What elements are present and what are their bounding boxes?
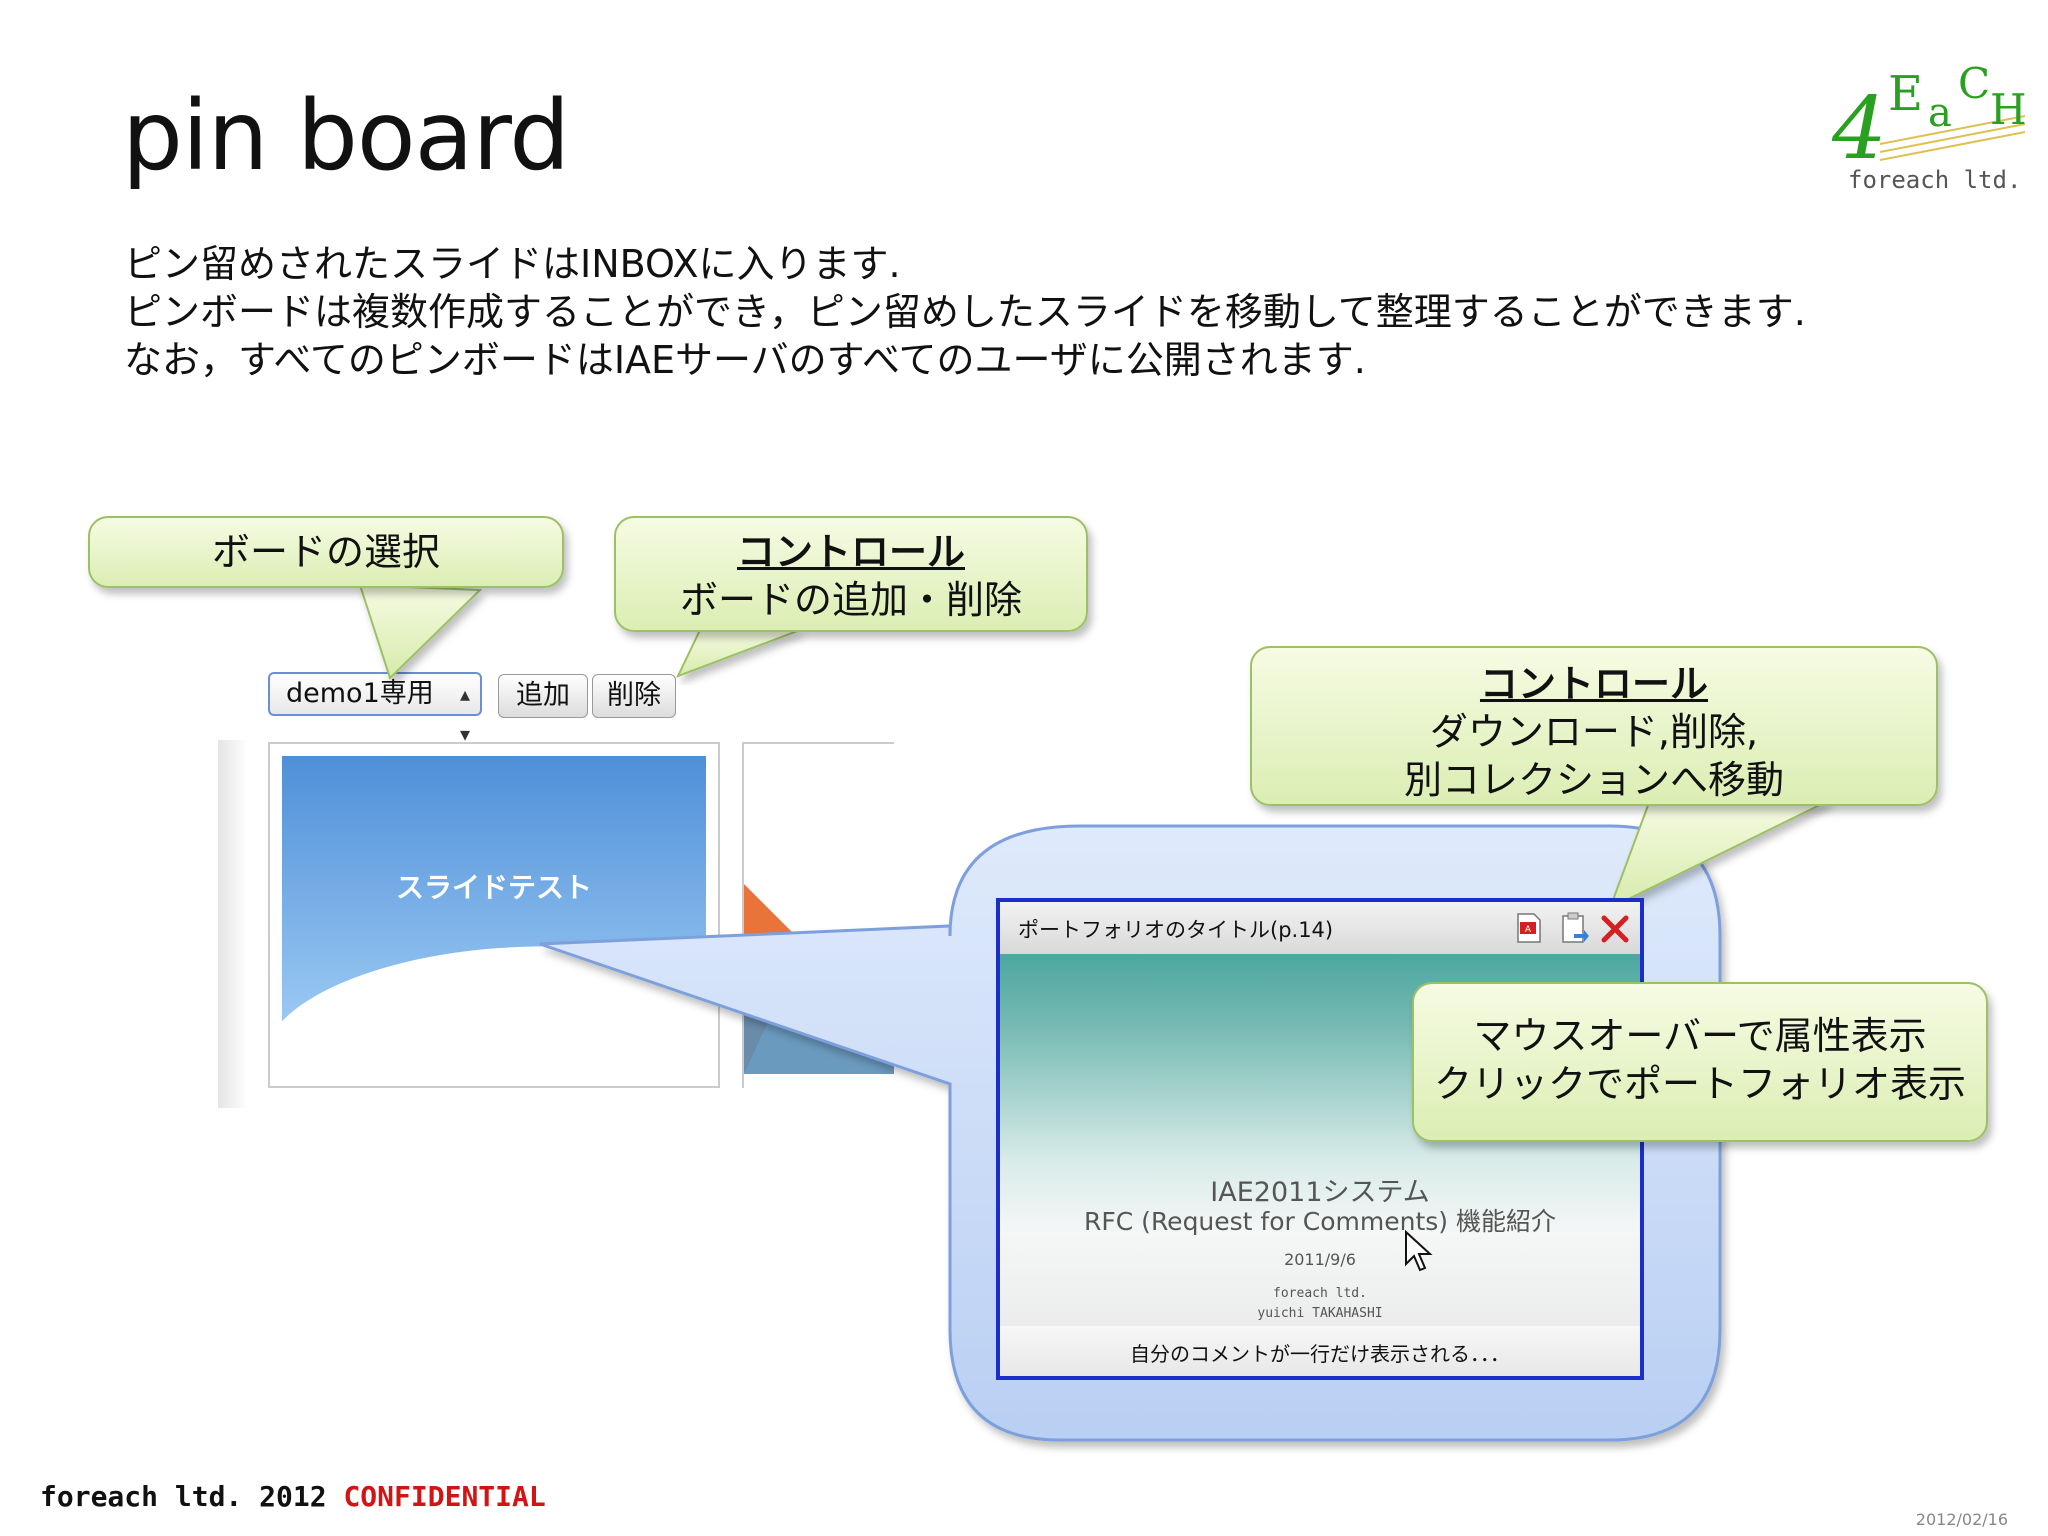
intro-line: なお，すべてのピンボードはIAEサーバのすべてのユーザに公開されます. bbox=[124, 338, 1366, 382]
footer-copyright: foreach ltd. 2012 CONFIDENTIAL bbox=[40, 1480, 546, 1513]
footer-confidential: CONFIDENTIAL bbox=[343, 1480, 546, 1513]
callout-body: 別コレクションへ移動 bbox=[1403, 758, 1784, 802]
thumbnail-image: スライドテスト bbox=[282, 756, 706, 1028]
svg-text:4: 4 bbox=[1831, 79, 1887, 179]
callout-heading: コントロール bbox=[1479, 662, 1708, 706]
pdf-download-icon[interactable]: A bbox=[1514, 912, 1544, 944]
mouse-cursor-icon bbox=[1405, 1230, 1433, 1272]
intro-line: ピンボードは複数作成することができ，ピン留めしたスライドを移動して整理することが… bbox=[124, 290, 1806, 334]
callout-heading: コントロール bbox=[736, 530, 965, 574]
callout-board-select: ボードの選択 bbox=[88, 516, 564, 588]
portfolio-preview[interactable]: ポートフォリオのタイトル(p.14) A IAE2011システム RFC (Re… bbox=[996, 898, 1644, 1380]
callout-label: ボードの選択 bbox=[211, 530, 440, 574]
slide-thumbnail[interactable]: スライドテスト bbox=[268, 742, 720, 1088]
callout-body: ボードの追加・削除 bbox=[679, 578, 1022, 622]
move-collection-icon[interactable] bbox=[1560, 912, 1590, 944]
delete-board-button[interactable]: 削除 bbox=[592, 674, 676, 718]
svg-text:H: H bbox=[1990, 85, 2027, 134]
callout-item-control: コントロール ダウンロード,削除, 別コレクションへ移動 bbox=[1250, 646, 1938, 806]
delete-icon[interactable] bbox=[1600, 912, 1630, 944]
intro-text: ピン留めされたスライドはINBOXに入ります. ピンボードは複数作成することがで… bbox=[124, 240, 1806, 384]
preview-slide-title: IAE2011システム bbox=[1210, 1177, 1430, 1208]
slide-thumbnail-partial[interactable] bbox=[742, 742, 894, 1088]
callout-board-control: コントロール ボードの追加・削除 bbox=[614, 516, 1088, 632]
preview-slide-date: 2011/9/6 bbox=[1284, 1250, 1356, 1269]
preview-comment: 自分のコメントが一行だけ表示される．．． bbox=[1130, 1342, 1510, 1366]
panel-shadow bbox=[218, 740, 248, 1108]
footer-company: foreach ltd. 2012 bbox=[40, 1480, 327, 1513]
callout-body: マウスオーバーで属性表示 bbox=[1473, 1014, 1927, 1058]
preview-slide-company: foreach ltd. bbox=[1273, 1286, 1367, 1301]
callout-mouseover: マウスオーバーで属性表示 クリックでポートフォリオ表示 bbox=[1412, 982, 1988, 1142]
foreach-logo: 4 E a C H bbox=[1831, 59, 2027, 179]
slide-date: 2012/02/16 bbox=[1915, 1510, 2008, 1529]
svg-text:C: C bbox=[1958, 59, 1990, 108]
select-arrows-icon: ▴▾ bbox=[459, 682, 470, 746]
board-select[interactable]: demo1専用 ▴▾ bbox=[268, 672, 482, 746]
board-select-value: demo1専用 bbox=[286, 678, 434, 709]
thumbnail-label: スライドテスト bbox=[395, 871, 592, 904]
preview-header: ポートフォリオのタイトル(p.14) A bbox=[1000, 902, 1640, 954]
callout-body: クリックでポートフォリオ表示 bbox=[1433, 1062, 1966, 1106]
svg-text:A: A bbox=[1525, 925, 1532, 935]
add-board-button[interactable]: 追加 bbox=[498, 674, 588, 718]
logo-caption: foreach ltd. bbox=[1848, 166, 2022, 194]
intro-line: ピン留めされたスライドはINBOXに入ります. bbox=[124, 242, 901, 286]
svg-text:E: E bbox=[1888, 66, 1923, 122]
preview-slide-author: yuichi TAKAHASHI bbox=[1257, 1306, 1383, 1321]
svg-text:a: a bbox=[1928, 90, 1952, 136]
preview-slide-subtitle: RFC (Request for Comments) 機能紹介 bbox=[1084, 1207, 1556, 1236]
slide-title: pin board bbox=[122, 80, 570, 192]
callout-body: ダウンロード,削除, bbox=[1429, 710, 1759, 754]
preview-footer: 自分のコメントが一行だけ表示される．．． bbox=[1000, 1326, 1640, 1376]
preview-title: ポートフォリオのタイトル(p.14) bbox=[1018, 918, 1334, 942]
